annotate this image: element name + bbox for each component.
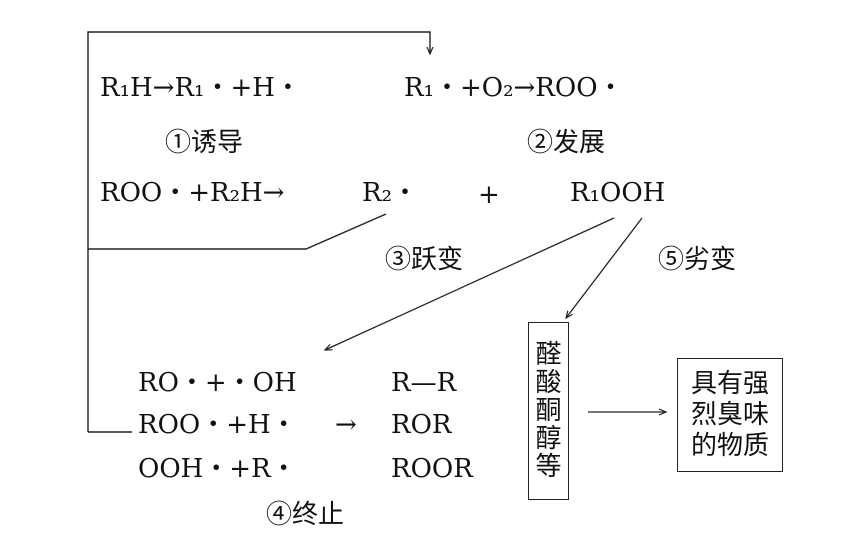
- termination-product-3: ROOR: [391, 454, 473, 484]
- termination-product-1: R—R: [391, 368, 457, 398]
- termination-reactant-3: OOH・+R・: [138, 454, 297, 484]
- termination-product-2: ROR: [391, 410, 452, 440]
- loop-line-r2: [88, 213, 387, 250]
- stage-label-development: ②发展: [527, 128, 606, 158]
- products-box-char: 醇: [535, 424, 562, 454]
- reaction-hydroperoxide: ROO・+R₂H→: [100, 178, 285, 208]
- radical-r2: R₂・: [362, 178, 418, 208]
- products-box-char: 等: [535, 452, 562, 482]
- odor-box-line: 的物质: [690, 430, 769, 461]
- arrow-to-termination: [325, 217, 615, 350]
- stage-label-transition: ③跃变: [385, 245, 464, 275]
- reaction-initiation: R₁H→R₁・+H・: [100, 73, 301, 103]
- odor-box-line: 具有强: [690, 368, 769, 399]
- products-box-char: 酮: [535, 396, 562, 426]
- products-box-char: 酸: [535, 368, 562, 398]
- plus-sign: +: [478, 180, 500, 210]
- stage-label-termination: ④终止: [266, 500, 345, 530]
- products-box-char: 醛: [535, 340, 562, 370]
- hydroperoxide-r1ooh: R₁OOH: [570, 178, 666, 208]
- loop-line-top: [87, 31, 430, 432]
- stage-label-deterioration: ⑤劣变: [658, 245, 737, 275]
- termination-reactant-2: ROO・+H・: [138, 410, 297, 440]
- odor-box-line: 烈臭味: [690, 399, 769, 430]
- reaction-propagation: R₁・+O₂→ROO・: [404, 73, 624, 103]
- arrow-to-products: [566, 217, 643, 318]
- odor-substances-box: 具有强 烈臭味 的物质: [677, 358, 783, 472]
- stage-label-induction: ①诱导: [165, 128, 244, 158]
- termination-arrow: →: [335, 410, 357, 440]
- termination-reactant-1: RO・+・OH: [138, 368, 297, 398]
- products-box: 醛 酸 酮 醇 等: [528, 322, 569, 500]
